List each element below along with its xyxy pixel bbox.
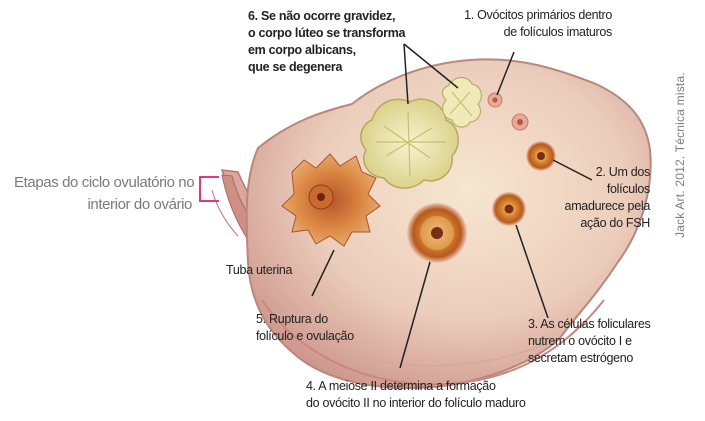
step1-line2: de folículos imaturos [456, 24, 612, 41]
diagram-side-title: Etapas do ciclo ovulatório no interior d… [14, 172, 192, 216]
credit-text: Jack Art. 2012. Técnica mista. [673, 8, 687, 238]
step2-line2: folículos [536, 181, 650, 198]
side-title-line1: Etapas do ciclo ovulatório no [14, 172, 192, 194]
label-step1: 1. Ovócitos primários dentro de folículo… [456, 7, 612, 41]
step4-line1: 4. A meiose II determina a formação [306, 378, 526, 395]
step6-line1: 6. Se não ocorre gravidez, [248, 8, 405, 25]
label-step6: 6. Se não ocorre gravidez, o corpo lúteo… [248, 8, 405, 76]
label-step3: 3. As células foliculares nutrem o ovóci… [528, 316, 650, 367]
mature-follicle [407, 203, 467, 263]
step1-line1: 1. Ovócitos primários dentro [456, 7, 612, 24]
secreting-follicle [492, 192, 526, 226]
step2-line1: 2. Um dos [536, 164, 650, 181]
label-step4: 4. A meiose II determina a formação do o… [306, 378, 526, 412]
step3-line3: secretam estrógeno [528, 350, 650, 367]
step3-line1: 3. As células foliculares [528, 316, 650, 333]
step3-line2: nutrem o ovócito I e [528, 333, 650, 350]
tube-label-text: Tuba uterina [226, 262, 292, 279]
pink-bracket [199, 176, 219, 202]
step4-line2: do ovócito II no interior do folículo ma… [306, 395, 526, 412]
label-step5: 5. Ruptura do folículo e ovulação [256, 311, 354, 345]
step2-line4: ação do FSH [536, 215, 650, 232]
label-uterine-tube: Tuba uterina [226, 262, 292, 279]
step6-line2: o corpo lúteo se transforma [248, 25, 405, 42]
step6-line3: em corpo albicans, [248, 42, 405, 59]
step6-line4: que se degenera [248, 59, 405, 76]
image-credit: Jack Art. 2012. Técnica mista. [657, 8, 677, 238]
label-step2: 2. Um dos folículos amadurece pela ação … [536, 164, 650, 232]
step2-line3: amadurece pela [536, 198, 650, 215]
side-title-line2: interior do ovário [14, 194, 192, 216]
step5-line1: 5. Ruptura do [256, 311, 354, 328]
step5-line2: folículo e ovulação [256, 328, 354, 345]
